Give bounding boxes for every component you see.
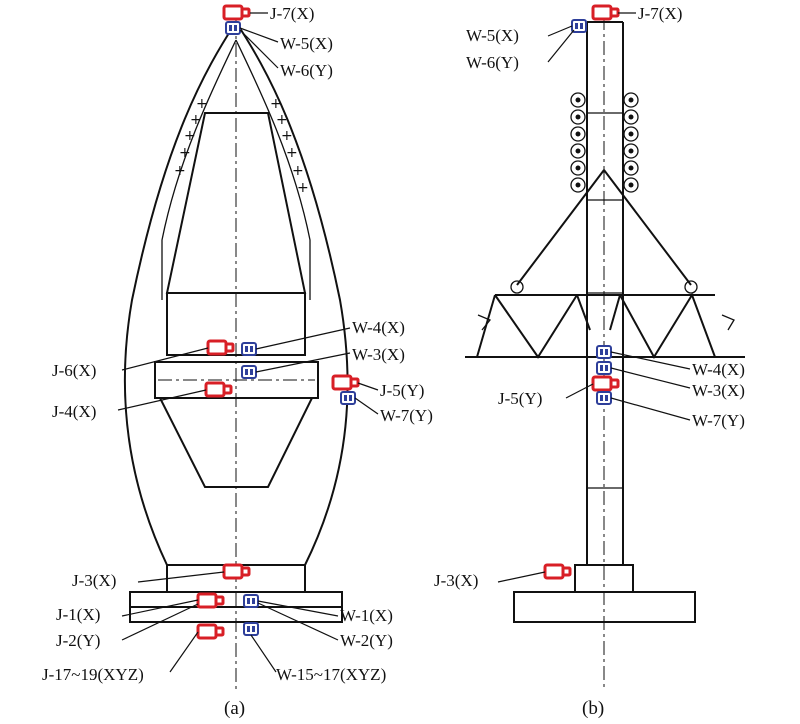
upper-beam [154, 361, 319, 399]
sensor-w7-b [596, 391, 612, 405]
sensor-j7-a [222, 4, 251, 21]
sensor-j4-a [204, 381, 233, 398]
footing-b [513, 591, 696, 623]
sensor-j5-a [331, 374, 360, 391]
sensor-w4-b [596, 345, 612, 359]
panel-b-tower-side-view: W-5(X) W-6(Y) J-7(X) W-4(X) W-3(X) J-5(Y… [434, 4, 745, 719]
svg-text:+: + [174, 163, 186, 179]
lower-trapezoid [158, 397, 314, 488]
inner-tower-profile [161, 39, 311, 300]
svg-text:+: + [276, 112, 288, 128]
sensor-w1-a [243, 594, 259, 608]
svg-text:+: + [297, 180, 309, 196]
panel-a-tower-front-view: ++ ++ + ++ ++ + + [42, 4, 433, 719]
sensor-w3-a [241, 365, 257, 379]
sensor-j7-b [591, 4, 620, 21]
cable-anchors [570, 92, 639, 193]
caption-b: (b) [582, 698, 604, 719]
label-j5-b: J-5(Y) [498, 389, 542, 408]
leader-lines-a [117, 12, 379, 673]
sensor-w7-a [340, 391, 356, 405]
sensor-j17-a [196, 623, 225, 640]
sensor-j1-a [196, 592, 225, 609]
svg-text:+: + [270, 96, 282, 112]
label-j7-b: J-7(X) [638, 4, 682, 23]
svg-text:+: + [281, 128, 293, 144]
label-w4-a: W-4(X) [352, 318, 405, 337]
label-j3-a: J-3(X) [72, 571, 116, 590]
label-j17-a: J-17~19(XYZ) [42, 665, 144, 684]
label-j5-a: J-5(Y) [380, 381, 424, 400]
label-w3-a: W-3(X) [352, 345, 405, 364]
label-j7-a: J-7(X) [270, 4, 314, 23]
svg-text:+: + [190, 112, 202, 128]
svg-text:+: + [286, 145, 298, 161]
svg-text:+: + [179, 145, 191, 161]
stay-triangle [516, 169, 692, 286]
crossbeam-box [166, 292, 306, 356]
label-w4-b: W-4(X) [692, 360, 745, 379]
label-w5-a: W-5(X) [280, 34, 333, 53]
label-j1-a: J-1(X) [56, 605, 100, 624]
sensor-j3-a [222, 563, 251, 580]
label-j3-b: J-3(X) [434, 571, 478, 590]
label-w5-b: W-5(X) [466, 26, 519, 45]
label-j6-a: J-6(X) [52, 361, 96, 380]
caption-a: (a) [224, 698, 245, 719]
sensor-j6-a [206, 339, 235, 356]
label-w6-a: W-6(Y) [280, 61, 333, 80]
svg-text:+: + [184, 128, 196, 144]
leader-lines-b [497, 12, 691, 583]
label-w7-a: W-7(Y) [380, 406, 433, 425]
sensor-w15-a [243, 622, 259, 636]
label-w3-b: W-3(X) [692, 381, 745, 400]
sensor-j5-b [591, 375, 620, 392]
label-w6-b: W-6(Y) [466, 53, 519, 72]
label-j4-a: J-4(X) [52, 402, 96, 421]
sensor-w5-a [225, 21, 241, 35]
label-j2-a: J-2(Y) [56, 631, 100, 650]
label-w15-a: W-15~17(XYZ) [276, 665, 386, 684]
sensor-w4-a [241, 342, 257, 356]
prestress-plus-marks: ++ ++ + ++ ++ + + [174, 96, 309, 196]
sensor-w3-b [596, 361, 612, 375]
label-w1-a: W-1(X) [340, 606, 393, 625]
svg-text:+: + [196, 96, 208, 112]
sensor-j3-b [543, 563, 572, 580]
label-w7-b: W-7(Y) [692, 411, 745, 430]
label-w2-a: W-2(Y) [340, 631, 393, 650]
svg-text:+: + [292, 163, 304, 179]
